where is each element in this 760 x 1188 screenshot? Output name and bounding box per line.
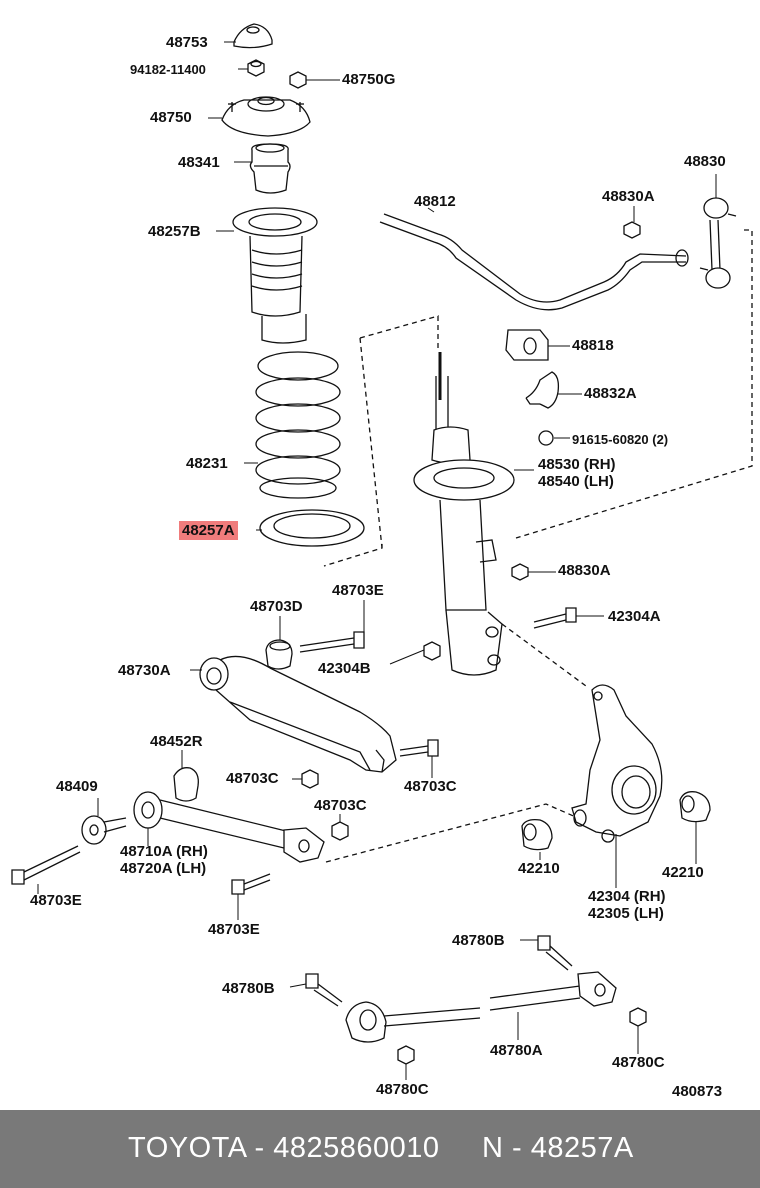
parts-diagram: 48753 94182-11400 48750G 48750 48341 482… — [0, 0, 760, 1110]
part-label-48257B: 48257B — [148, 223, 201, 240]
part-label-48780B-left: 48780B — [222, 980, 275, 997]
part-label-48780A: 48780A — [490, 1042, 543, 1059]
arm-dashed-line — [326, 804, 578, 862]
part-label-48753: 48753 — [166, 34, 208, 51]
part-label-48703E-upper: 48703E — [332, 582, 384, 599]
bump-stopper-48341 — [250, 144, 290, 193]
part-label-48780C-left: 48780C — [376, 1081, 429, 1098]
nut-48750G — [290, 72, 306, 88]
part-label-48341: 48341 — [178, 154, 220, 171]
part-label-48703E-bottom: 48703E — [208, 921, 260, 938]
nut-48703C-mid — [302, 770, 318, 788]
part-label-48703E-left: 48703E — [30, 892, 82, 909]
nut-48780C-left — [398, 1046, 414, 1064]
nut-42304B — [424, 642, 440, 660]
strut-rod-48780A — [346, 972, 616, 1042]
knuckle-dashed-line — [502, 624, 586, 686]
bushing-42210-left — [522, 820, 552, 850]
part-label-48257A-highlighted: 48257A — [179, 521, 238, 540]
shock-absorber-48530 — [414, 352, 514, 675]
nut-48830A-top — [624, 222, 640, 238]
part-label-48818: 48818 — [572, 337, 614, 354]
part-label-48703C-right: 48703C — [404, 778, 457, 795]
footer-part-number: TOYOTA - 4825860010 — [128, 1132, 440, 1164]
mount-cap-48753 — [234, 24, 272, 48]
part-label-48703D: 48703D — [250, 598, 303, 615]
part-label-42304A: 42304A — [608, 608, 661, 625]
part-label-48530-rh: 48530 (RH) — [538, 456, 616, 473]
bracket-48832A — [526, 372, 558, 408]
nut-94182-11400 — [248, 60, 264, 76]
leader-lines — [38, 42, 716, 1080]
part-label-48750: 48750 — [150, 109, 192, 126]
parts-drawing — [0, 0, 760, 1110]
strut-mount-48750 — [222, 97, 310, 136]
bolt-48780B-right — [538, 936, 572, 970]
part-label-48231: 48231 — [186, 455, 228, 472]
part-label-48830A-lower: 48830A — [558, 562, 611, 579]
bolt-48703E-bottom — [232, 874, 270, 894]
group-bracket-dashed — [324, 316, 438, 566]
part-label-48830A-top: 48830A — [602, 188, 655, 205]
footer-bar: TOYOTA - 4825860010 N - 48257A — [0, 1110, 760, 1188]
coil-spring-48231 — [256, 352, 340, 498]
part-label-48780B-right: 48780B — [452, 932, 505, 949]
bushing-48452R — [174, 768, 198, 801]
lower-arm-48730A — [200, 656, 396, 772]
stabilizer-link-48830 — [700, 198, 736, 288]
footer-part-code: N - 48257A — [482, 1132, 634, 1164]
nut-48780C-right — [630, 1008, 646, 1026]
bolt-48703E-upper — [300, 632, 364, 652]
part-label-48780C-right: 48780C — [612, 1054, 665, 1071]
bolt-42304A — [534, 608, 576, 628]
bushing-48703D — [266, 640, 292, 669]
part-label-48409: 48409 — [56, 778, 98, 795]
part-label-48750G: 48750G — [342, 71, 396, 88]
bushing-48818 — [506, 330, 548, 360]
part-label-48452R: 48452R — [150, 733, 203, 750]
bolt-48780B-left — [306, 974, 342, 1006]
stabilizer-bar-48812 — [380, 214, 688, 310]
bolt-48703E-left — [12, 846, 80, 884]
part-label-91615-60820: 91615-60820 (2) — [572, 432, 669, 447]
cam-plate-48409 — [82, 816, 126, 844]
nut-48703C-lower — [332, 822, 348, 840]
diagram-ref-number: 480873 — [672, 1083, 723, 1100]
bolt-marker-91615 — [539, 431, 553, 445]
part-label-94182-11400: 94182-11400 — [130, 62, 206, 77]
part-label-48812: 48812 — [414, 193, 456, 210]
part-label-48730A: 48730A — [118, 662, 171, 679]
part-label-42305-lh: 42305 (LH) — [588, 905, 664, 922]
part-label-48830: 48830 — [684, 153, 726, 170]
spring-seat-48257B — [233, 208, 317, 343]
knuckle-42304 — [572, 685, 662, 842]
bolt-48703C-arm — [400, 740, 438, 756]
part-label-48703C-mid: 48703C — [226, 770, 279, 787]
part-label-48720A-lh: 48720A (LH) — [120, 860, 207, 877]
part-label-48703C-lower: 48703C — [314, 797, 367, 814]
part-label-48540-lh: 48540 (LH) — [538, 473, 614, 490]
bushing-42210-right — [680, 792, 710, 822]
part-label-42304-rh: 42304 (RH) — [588, 888, 666, 905]
arm-48710A — [134, 792, 324, 862]
part-label-48710A-rh: 48710A (RH) — [120, 843, 208, 860]
part-label-42210-left: 42210 — [518, 860, 560, 877]
part-label-48832A: 48832A — [584, 385, 637, 402]
nut-48830A-lower — [512, 564, 528, 580]
part-label-42304B: 42304B — [318, 660, 371, 677]
link-dashed-line — [516, 230, 752, 538]
part-label-42210-right: 42210 — [662, 864, 704, 881]
lower-insulator-48257A — [260, 510, 364, 546]
